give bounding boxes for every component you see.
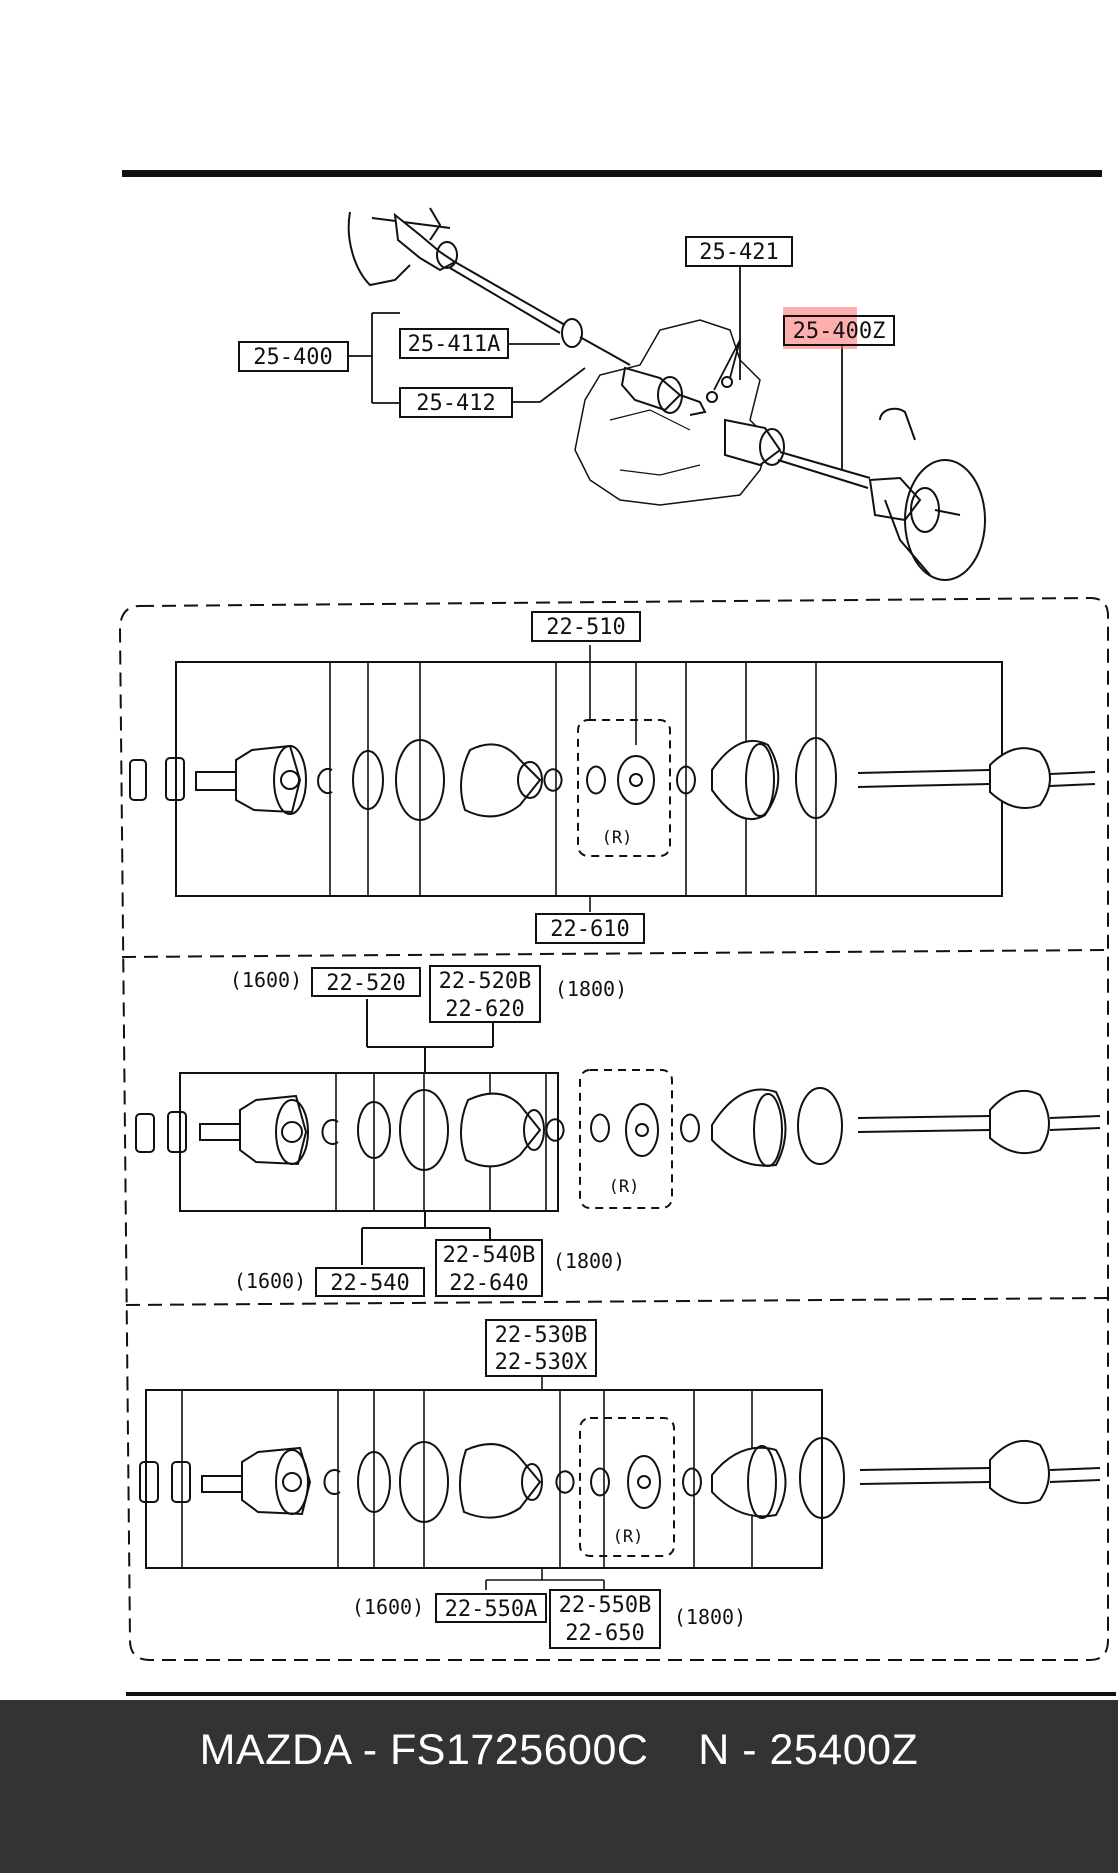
label-22-510: 22-510 bbox=[546, 615, 625, 640]
label-box-25-400z: 25-400Z bbox=[783, 315, 895, 346]
label-22-540b: 22-540B bbox=[443, 1243, 536, 1268]
footer-part-text: MAZDA - FS1725600C N - 25400Z bbox=[199, 1726, 919, 1774]
label-22-520b: 22-520B bbox=[439, 969, 532, 994]
label-22-550a: 22-550A bbox=[445, 1597, 538, 1622]
section-2-frame bbox=[179, 1072, 559, 1212]
section-3-r-box bbox=[579, 1417, 675, 1557]
section-2-r-box bbox=[579, 1069, 673, 1209]
highlight-25-400z bbox=[783, 307, 857, 349]
label-s2-top-1600: (1600) bbox=[230, 968, 302, 992]
bottom-rule bbox=[126, 1692, 1116, 1696]
header-rule bbox=[122, 170, 1102, 177]
label-22-650: 22-650 bbox=[565, 1621, 644, 1646]
label-box-25-412: 25-412 bbox=[399, 387, 513, 418]
label-25-411a: 25-411A bbox=[408, 332, 501, 357]
label-25-400z: 25-400Z bbox=[793, 319, 886, 344]
label-box-25-421: 25-421 bbox=[685, 236, 793, 267]
label-25-412: 25-412 bbox=[416, 391, 495, 416]
label-box-25-400: 25-400 bbox=[238, 341, 349, 372]
section-3-r-label: (R) bbox=[613, 1527, 644, 1547]
divider-1-2 bbox=[121, 949, 1109, 958]
outer-dashed-frame bbox=[118, 596, 1109, 1661]
section-2: (1600) 22-520 22-520B 22-620 (1800) (160… bbox=[135, 965, 1101, 1297]
section-3: 22-530B 22-530X (1600) 22-550A 22-550B 2… bbox=[139, 1319, 1101, 1649]
drive-shaft-overview bbox=[347, 207, 986, 581]
label-22-540: 22-540 bbox=[330, 1271, 409, 1296]
label-s2-bottom-1800: (1800) bbox=[553, 1249, 625, 1273]
section-1-r-label: (R) bbox=[602, 828, 633, 848]
label-25-421: 25-421 bbox=[699, 240, 778, 265]
divider-2-3 bbox=[125, 1297, 1109, 1306]
part-number-footer: MAZDA - FS1725600C N - 25400Z bbox=[0, 1700, 1118, 1873]
label-22-640: 22-640 bbox=[449, 1271, 528, 1296]
section-1-r-box bbox=[577, 719, 671, 857]
label-box-25-411a: 25-411A bbox=[399, 328, 509, 359]
section-3-frame bbox=[145, 1389, 823, 1569]
label-22-520: 22-520 bbox=[326, 971, 405, 996]
overview-callout-lines bbox=[348, 266, 843, 470]
label-s2-bottom-1600: (1600) bbox=[234, 1269, 306, 1293]
section-1: 22-510 22-610 (R) bbox=[129, 611, 1096, 944]
label-22-530x: 22-530X bbox=[495, 1350, 588, 1375]
label-s3-bottom-1600: (1600) bbox=[352, 1595, 424, 1619]
label-22-530b: 22-530B bbox=[495, 1323, 588, 1348]
section-2-r-label: (R) bbox=[609, 1177, 640, 1197]
label-22-620: 22-620 bbox=[445, 997, 524, 1022]
label-25-400: 25-400 bbox=[253, 345, 332, 370]
parts-diagram: 25-400 25-411A 25-412 25-421 25-400Z bbox=[118, 170, 1116, 1696]
label-s3-bottom-1800: (1800) bbox=[674, 1605, 746, 1629]
label-22-610: 22-610 bbox=[550, 917, 629, 942]
label-s2-top-1800: (1800) bbox=[555, 977, 627, 1001]
label-22-550b: 22-550B bbox=[559, 1593, 652, 1618]
